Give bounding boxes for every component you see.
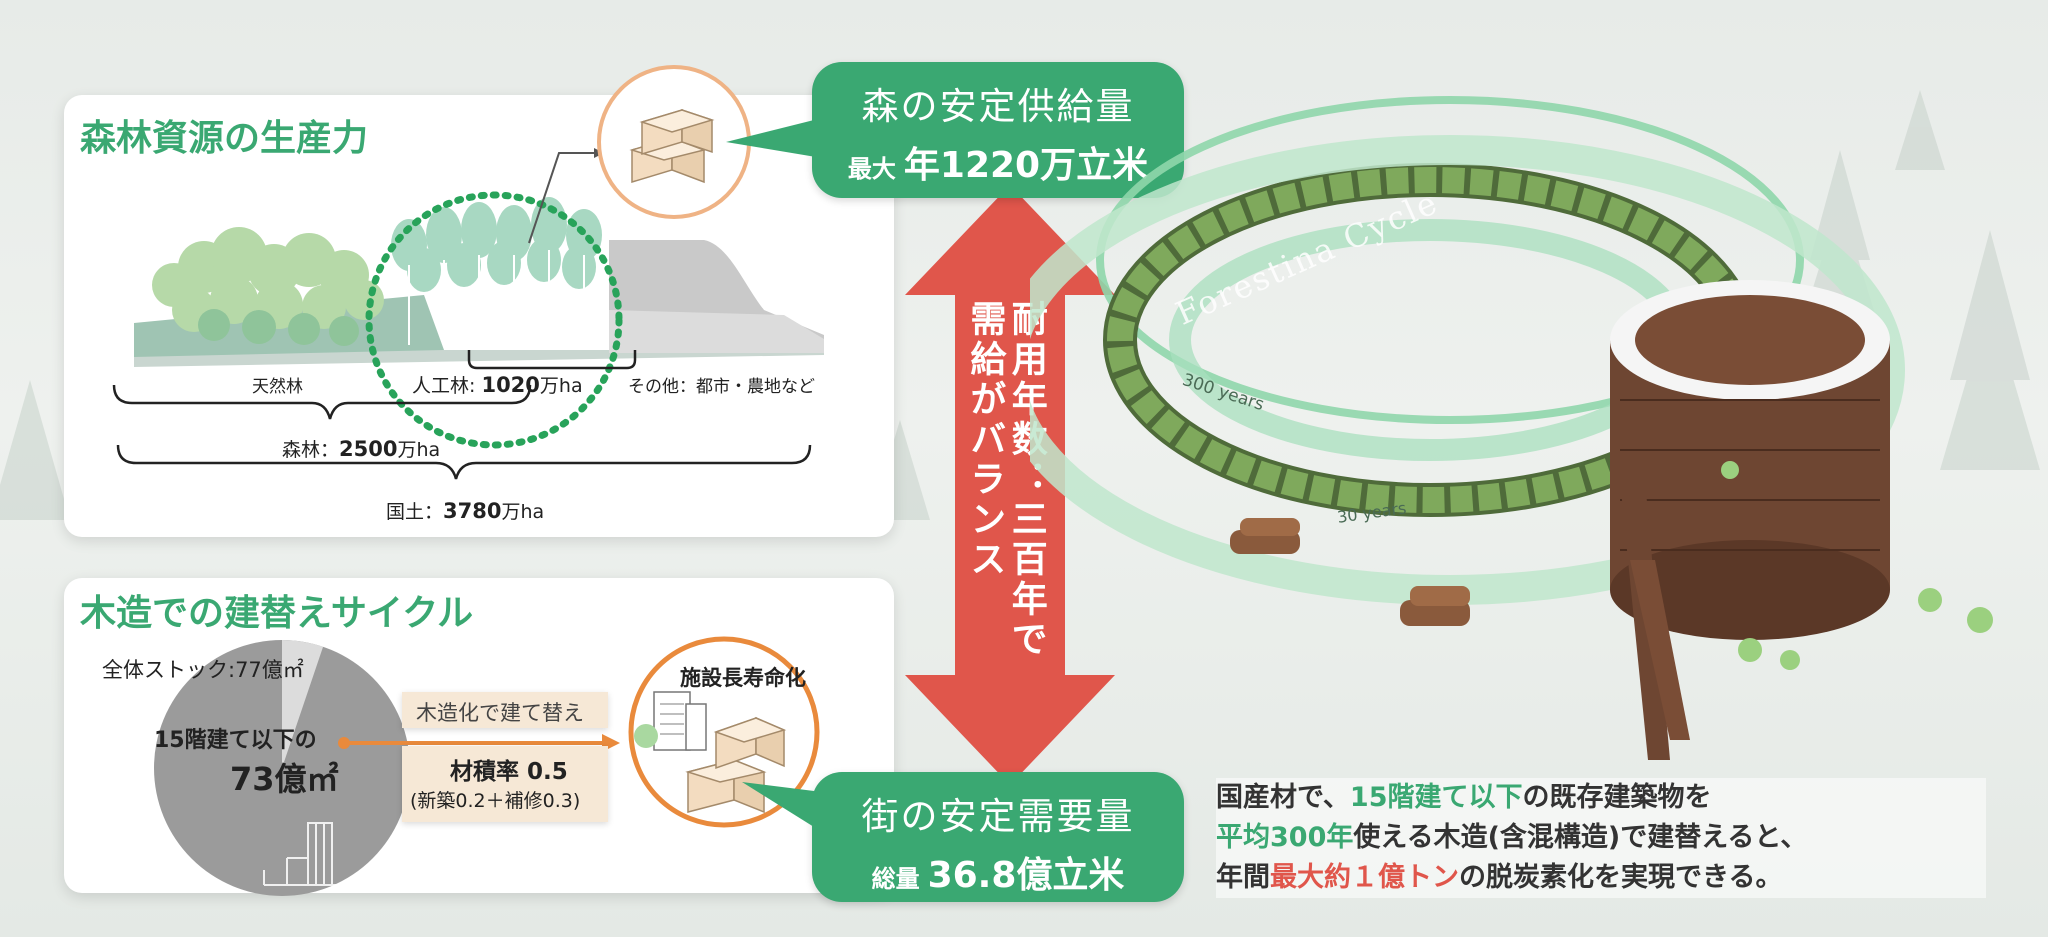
forest-land-illustration (112, 148, 824, 480)
forest-area-label: 森林：2500万ha (282, 437, 441, 461)
building-stock-pie (154, 640, 410, 896)
demand-bubble-tail (742, 782, 822, 832)
summary-line-1: 国産材で、15階建て以下の既存建築物を (1216, 782, 1712, 813)
other-land-label: その他：都市・農地など (628, 377, 815, 397)
lumber-circle-icon (597, 65, 751, 219)
balance-text: 耐用年数：三百年で需給がバランス (964, 300, 1047, 660)
under15-label: 15階建て以下の (154, 728, 317, 753)
pie-slice-other (282, 640, 324, 768)
total-stock-label: 全体ストック:77億㎡ (102, 658, 304, 682)
supply-demand-arrow (905, 185, 1115, 785)
longevity-circle-icon (628, 636, 820, 828)
rebuild-cycle-card: 木造での建替えサイクル 全体ストック:77億㎡ 15階建て以下の 73億㎡ 木造… (64, 578, 894, 896)
supply-bubble-tail (726, 118, 822, 158)
wood-rebuild-tag: 木造化で建て替え (402, 692, 608, 728)
land-area-label: 国土：3780万ha (386, 499, 545, 523)
longevity-label: 施設長寿命化 (680, 666, 806, 690)
summary-line-2: 平均300年使える木造(含混構造)で建替えると、 (1216, 822, 1808, 853)
plantation-label: 人工林: 1020万ha (412, 373, 583, 397)
summary-line-3: 年間最大約１億トンの脱炭素化を実現できる。 (1216, 862, 1783, 893)
supply-bubble: 森の安定供給量 最大年1220万立米 (812, 62, 1184, 198)
rebuild-card-title: 木造での建替えサイクル (80, 593, 474, 634)
forest-card-title: 森林資源の生産力 (80, 118, 369, 159)
forestina-cycle-illustration (1030, 96, 1993, 760)
volume-rate: 材積率 0.5 (450, 759, 568, 785)
under15-value: 73億㎡ (230, 760, 339, 798)
supply-title: 森の安定供給量 (861, 85, 1135, 128)
demand-title: 街の安定需要量 (861, 795, 1135, 838)
volume-rate-box: 材積率 0.5 (新築0.2＋補修0.3) (402, 746, 608, 822)
volume-breakdown: (新築0.2＋補修0.3) (410, 790, 581, 812)
supply-value: 最大年1220万立米 (847, 145, 1149, 186)
summary-text: 国産材で、15階建て以下の既存建築物を 平均300年使える木造(含混構造)で建替… (1216, 778, 1986, 898)
forest-resources-card: 森林資源の生産力 (64, 95, 894, 537)
natural-forest-label: 天然林 (252, 377, 303, 397)
